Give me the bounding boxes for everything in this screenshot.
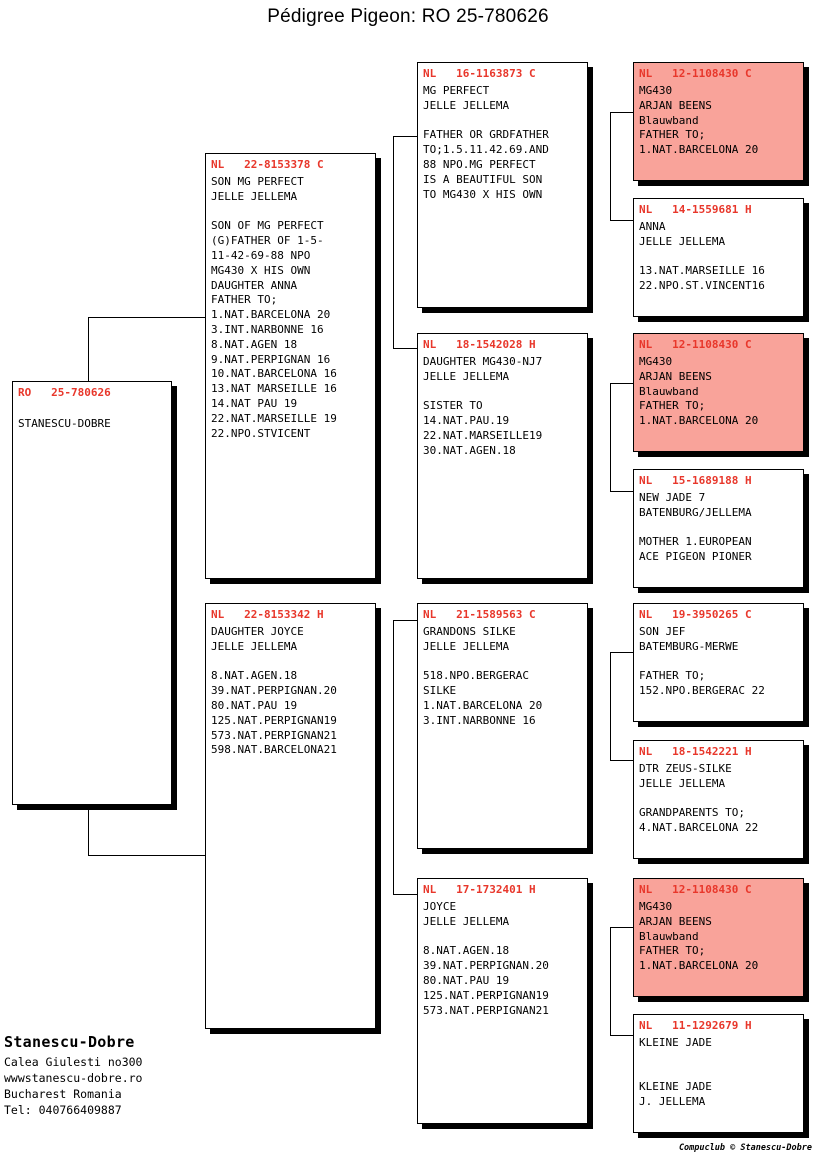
ring-number: NL 14-1559681 H [639,203,752,216]
pedigree-details: DTR ZEUS-SILKE JELLE JELLEMA GRANDPARENT… [639,762,759,835]
pedigree-details: MG430 ARJAN BEENS Blauwband FATHER TO; 1… [639,900,759,973]
ring-number: NL 11-1292679 H [639,1019,752,1032]
connector-father-gen2-top-stub [393,136,417,137]
pedigree-details: NEW JADE 7 BATENBURG/JELLEMA MOTHER 1.EU… [639,491,752,564]
pedigree-details: SON JEF BATEMBURG-MERWE FATHER TO; 152.N… [639,625,765,698]
pedigree-details: STANESCU-DOBRE [18,417,111,430]
breeder-name: Stanescu-Dobre [4,1033,135,1051]
connector-mm-gen3-top-stub [610,927,633,928]
pedigree-details: DAUGHTER JOYCE JELLE JELLEMA 8.NAT.AGEN.… [211,625,337,757]
ring-number: RO 25-780626 [18,386,111,399]
ring-number: NL 19-3950265 C [639,608,752,621]
pedigree-box-father-mother-mother[interactable]: NL 15-1689188 H NEW JADE 7 BATENBURG/JEL… [633,469,804,588]
page-title: Pédigree Pigeon: RO 25-780626 [267,6,549,27]
pedigree-box-father-mother-father[interactable]: NL 12-1108430 C MG430 ARJAN BEENS Blauwb… [633,333,804,452]
pedigree-box-mother-father[interactable]: NL 21-1589563 C GRANDONS SILKE JELLE JEL… [417,603,588,849]
connector-mother-gen2-top-stub [393,620,417,621]
connector-mf-gen3-bottom-stub [610,760,633,761]
pedigree-details: JOYCE JELLE JELLEMA 8.NAT.AGEN.18 39.NAT… [423,900,549,1017]
connector-mm-to-gen3-vertical [610,927,611,1035]
pedigree-details: KLEINE JADE KLEINE JADE J. JELLEMA [639,1036,712,1109]
pedigree-details: SON MG PERFECT JELLE JELLEMA SON OF MG P… [211,175,337,440]
ring-number: NL 12-1108430 C [639,883,752,896]
ring-number: NL 15-1689188 H [639,474,752,487]
connector-ff-gen3-top-stub [610,112,633,113]
ring-number: NL 22-8153378 C [211,158,324,171]
pedigree-box-mother[interactable]: NL 22-8153342 H DAUGHTER JOYCE JELLE JEL… [205,603,376,1029]
ring-number: NL 16-1163873 C [423,67,536,80]
pedigree-box-mother-mother-father[interactable]: NL 12-1108430 C MG430 ARJAN BEENS Blauwb… [633,878,804,997]
connector-ff-to-gen3-vertical [610,112,611,220]
pedigree-details: DAUGHTER MG430-NJ7 JELLE JELLEMA SISTER … [423,355,543,457]
ring-number: NL 17-1732401 H [423,883,536,896]
pedigree-box-father-mother[interactable]: NL 18-1542028 H DAUGHTER MG430-NJ7 JELLE… [417,333,588,579]
pedigree-details: MG430 ARJAN BEENS Blauwband FATHER TO; 1… [639,355,759,428]
pedigree-box-mother-mother-mother[interactable]: NL 11-1292679 H KLEINE JADE KLEINE JADE … [633,1014,804,1133]
ring-number: NL 22-8153342 H [211,608,324,621]
footer-contact-block: Stanescu-Dobre Calea Giulesti no300 wwws… [4,1032,264,1118]
pedigree-details: ANNA JELLE JELLEMA 13.NAT.MARSEILLE 16 2… [639,220,765,293]
connector-father-to-gen2-vertical [393,136,394,348]
copyright-notice: Compuclub © Stanescu-Dobre [678,1143,812,1153]
connector-mm-gen3-bottom-stub [610,1035,633,1036]
ring-number: NL 21-1589563 C [423,608,536,621]
pedigree-box-father[interactable]: NL 22-8153378 C SON MG PERFECT JELLE JEL… [205,153,376,579]
pedigree-box-mother-mother[interactable]: NL 17-1732401 H JOYCE JELLE JELLEMA 8.NA… [417,878,588,1124]
pedigree-box-mother-father-mother[interactable]: NL 18-1542221 H DTR ZEUS-SILKE JELLE JEL… [633,740,804,859]
connector-ff-gen3-bottom-stub [610,220,633,221]
connector-mother-to-gen2-vertical [393,620,394,894]
connector-subject-bottom-stub [88,855,205,856]
connector-subject-top-stub [88,317,205,318]
breeder-address: Calea Giulesti no300 wwwstanescu-dobre.r… [4,1055,143,1117]
pedigree-box-father-father-mother[interactable]: NL 14-1559681 H ANNA JELLE JELLEMA 13.NA… [633,198,804,317]
connector-fm-gen3-bottom-stub [610,491,633,492]
ring-number: NL 12-1108430 C [639,338,752,351]
pedigree-box-father-father[interactable]: NL 16-1163873 C MG PERFECT JELLE JELLEMA… [417,62,588,308]
pedigree-details: MG430 ARJAN BEENS Blauwband FATHER TO; 1… [639,84,759,157]
pedigree-box-father-father-father[interactable]: NL 12-1108430 C MG430 ARJAN BEENS Blauwb… [633,62,804,181]
ring-number: NL 12-1108430 C [639,67,752,80]
ring-number: NL 18-1542221 H [639,745,752,758]
connector-fm-gen3-top-stub [610,383,633,384]
ring-number: NL 18-1542028 H [423,338,536,351]
connector-fm-to-gen3-vertical [610,383,611,491]
pedigree-details: GRANDONS SILKE JELLE JELLEMA 518.NPO.BER… [423,625,543,727]
pedigree-box-subject[interactable]: RO 25-780626 STANESCU-DOBRE [12,381,172,805]
connector-mother-gen2-bottom-stub [393,894,417,895]
connector-mf-gen3-top-stub [610,652,633,653]
connector-mf-to-gen3-vertical [610,652,611,760]
connector-father-gen2-bottom-stub [393,348,417,349]
pedigree-details: MG PERFECT JELLE JELLEMA FATHER OR GRDFA… [423,84,549,201]
pedigree-box-mother-father-father[interactable]: NL 19-3950265 C SON JEF BATEMBURG-MERWE … [633,603,804,722]
